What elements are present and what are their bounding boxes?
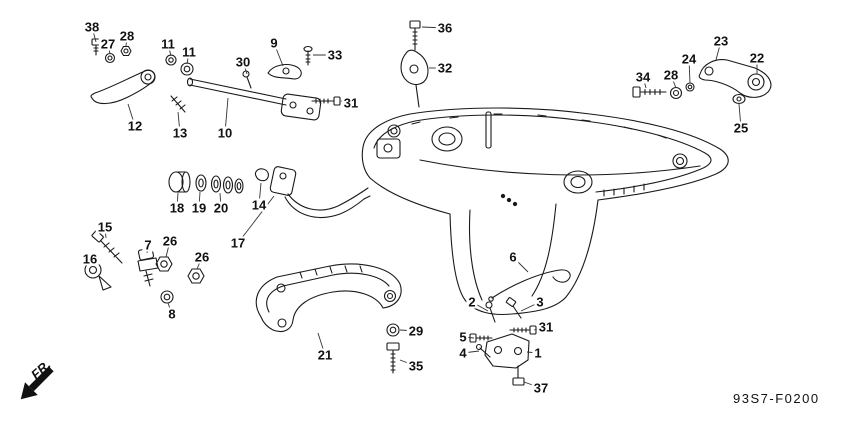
part-label-11: 11 (180, 44, 198, 60)
part-label-38: 38 (82, 19, 102, 35)
part-label-36: 36 (435, 20, 455, 36)
part-label-9: 9 (268, 35, 280, 51)
part-nut-28 (120, 45, 132, 57)
part-label-30: 30 (233, 54, 253, 70)
part-label-31: 31 (341, 95, 361, 111)
part-clip-14 (254, 168, 269, 182)
part-label-18: 18 (167, 200, 187, 216)
part-rod-6 (488, 269, 571, 302)
part-bolt-35 (386, 342, 400, 374)
part-label-27: 27 (98, 36, 118, 52)
part-washers-20 (210, 175, 244, 194)
part-label-25: 25 (731, 120, 751, 136)
part-label-21: 21 (315, 347, 335, 363)
diagram-code: 93S7-F0200 (733, 391, 820, 406)
part-label-22: 22 (747, 50, 767, 66)
part-clamp-9 (267, 64, 302, 80)
part-label-29: 29 (406, 323, 426, 339)
part-bushing-18 (168, 171, 191, 193)
part-label-7: 7 (142, 237, 154, 253)
part-label-28: 28 (117, 28, 137, 44)
part-bolt-36 (409, 20, 421, 51)
part-label-15: 15 (95, 219, 115, 235)
part-shift-rod-10 (186, 77, 322, 121)
part-washer-8 (160, 290, 174, 304)
part-washer-29 (386, 323, 400, 337)
part-label-31: 31 (536, 319, 556, 335)
part-under-case-body (361, 107, 729, 316)
part-label-4: 4 (457, 345, 469, 361)
part-label-12: 12 (125, 118, 145, 134)
part-label-11: 11 (159, 36, 177, 52)
part-label-34: 34 (633, 69, 653, 85)
part-bolt-34 (632, 86, 667, 98)
part-washer-19 (195, 174, 207, 192)
part-label-8: 8 (166, 306, 178, 322)
part-label-23: 23 (711, 33, 731, 49)
part-roller-22 (747, 73, 765, 91)
part-screw-2 (485, 301, 496, 323)
part-bracket-21 (255, 263, 402, 333)
part-pin-4 (475, 343, 491, 358)
part-label-3: 3 (534, 294, 546, 310)
part-bracket-32 (400, 49, 429, 108)
part-bracket-1 (484, 333, 530, 369)
part-nut-26a (155, 256, 173, 272)
part-label-16: 16 (80, 251, 100, 267)
part-screw-33 (303, 45, 313, 66)
part-nut-26b (187, 268, 205, 284)
part-bushing-25 (732, 93, 746, 105)
part-bolt-37 (512, 365, 525, 386)
part-label-14: 14 (249, 197, 269, 213)
part-label-33: 33 (325, 47, 345, 63)
part-label-13: 13 (170, 125, 190, 141)
part-label-5: 5 (457, 329, 469, 345)
part-label-28: 28 (661, 67, 681, 83)
part-pin-13 (170, 95, 186, 113)
part-label-35: 35 (406, 358, 426, 374)
part-label-17: 17 (228, 235, 248, 251)
part-label-24: 24 (679, 51, 699, 67)
part-lever-12 (90, 69, 156, 105)
part-bracket-23 (698, 59, 772, 98)
part-bolt-3 (505, 297, 522, 319)
part-label-37: 37 (531, 380, 551, 396)
part-switch-17 (269, 166, 371, 218)
part-screw-31b (509, 325, 537, 335)
part-screw-31a (311, 96, 341, 106)
part-label-6: 6 (507, 249, 519, 265)
part-label-26: 26 (192, 249, 212, 265)
part-label-2: 2 (466, 294, 478, 310)
part-label-10: 10 (215, 125, 235, 141)
part-label-19: 19 (189, 200, 209, 216)
part-label-32: 32 (435, 60, 455, 76)
part-label-26: 26 (160, 233, 180, 249)
part-label-20: 20 (211, 200, 231, 216)
part-label-1: 1 (532, 345, 544, 361)
part-bolt-15 (91, 230, 123, 264)
